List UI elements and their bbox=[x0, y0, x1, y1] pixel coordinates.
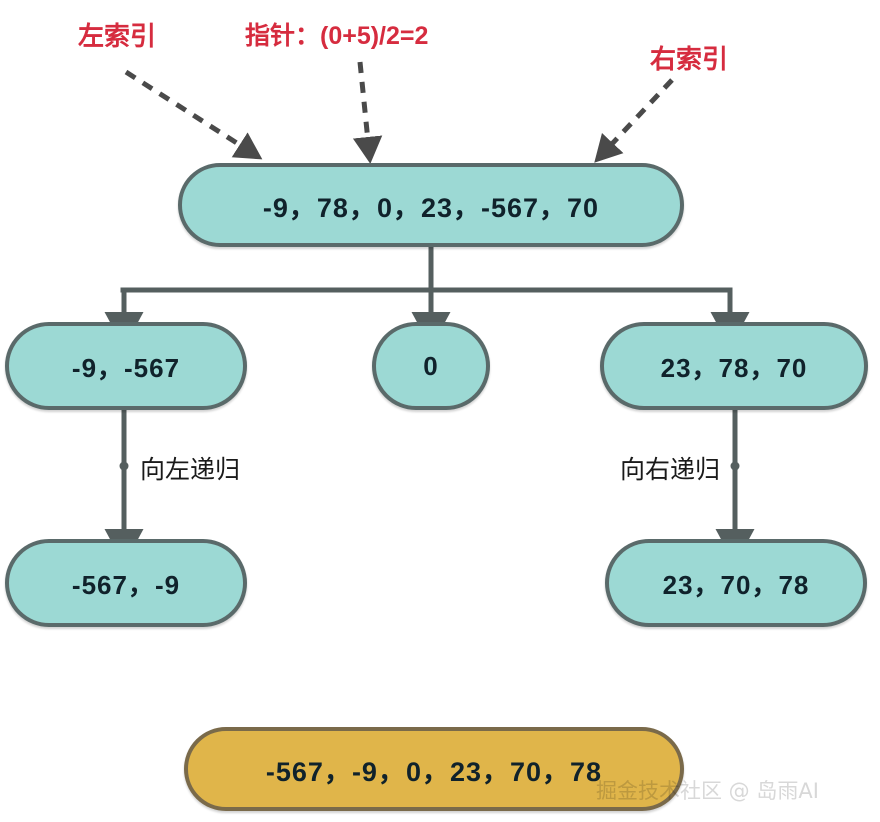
connector-right-recurse bbox=[715, 410, 755, 565]
connector-root-to-bus bbox=[120, 247, 733, 293]
dashed-arrow-right-index bbox=[594, 78, 674, 163]
annotation-pointer: 指针：(0+5)/2=2 bbox=[245, 22, 429, 50]
node-sorted-left[interactable]: -567，-9 bbox=[5, 539, 247, 627]
node-root-array[interactable]: -9，78，0，23，-567，70 bbox=[178, 163, 684, 247]
node-sorted-right[interactable]: 23，70，78 bbox=[605, 539, 867, 627]
edge-label-recurse-left: 向左递归 bbox=[140, 455, 241, 484]
node-partition-greater[interactable]: 23，78，70 bbox=[600, 322, 868, 410]
dashed-arrow-left-index bbox=[124, 69, 263, 160]
annotation-left-index: 左索引 bbox=[78, 21, 157, 51]
node-partition-equal[interactable]: 0 bbox=[372, 322, 490, 410]
annotation-right-index: 右索引 bbox=[650, 44, 729, 74]
edge-label-recurse-right: 向右递归 bbox=[620, 455, 721, 484]
node-sorted-result[interactable]: -567，-9，0，23，70，78 bbox=[184, 727, 684, 811]
connector-left-recurse bbox=[104, 410, 144, 565]
node-partition-less[interactable]: -9，-567 bbox=[5, 322, 247, 410]
watermark: 掘金技术社区 @ 岛雨AI bbox=[596, 779, 819, 803]
dashed-arrow-pointer bbox=[352, 61, 383, 164]
